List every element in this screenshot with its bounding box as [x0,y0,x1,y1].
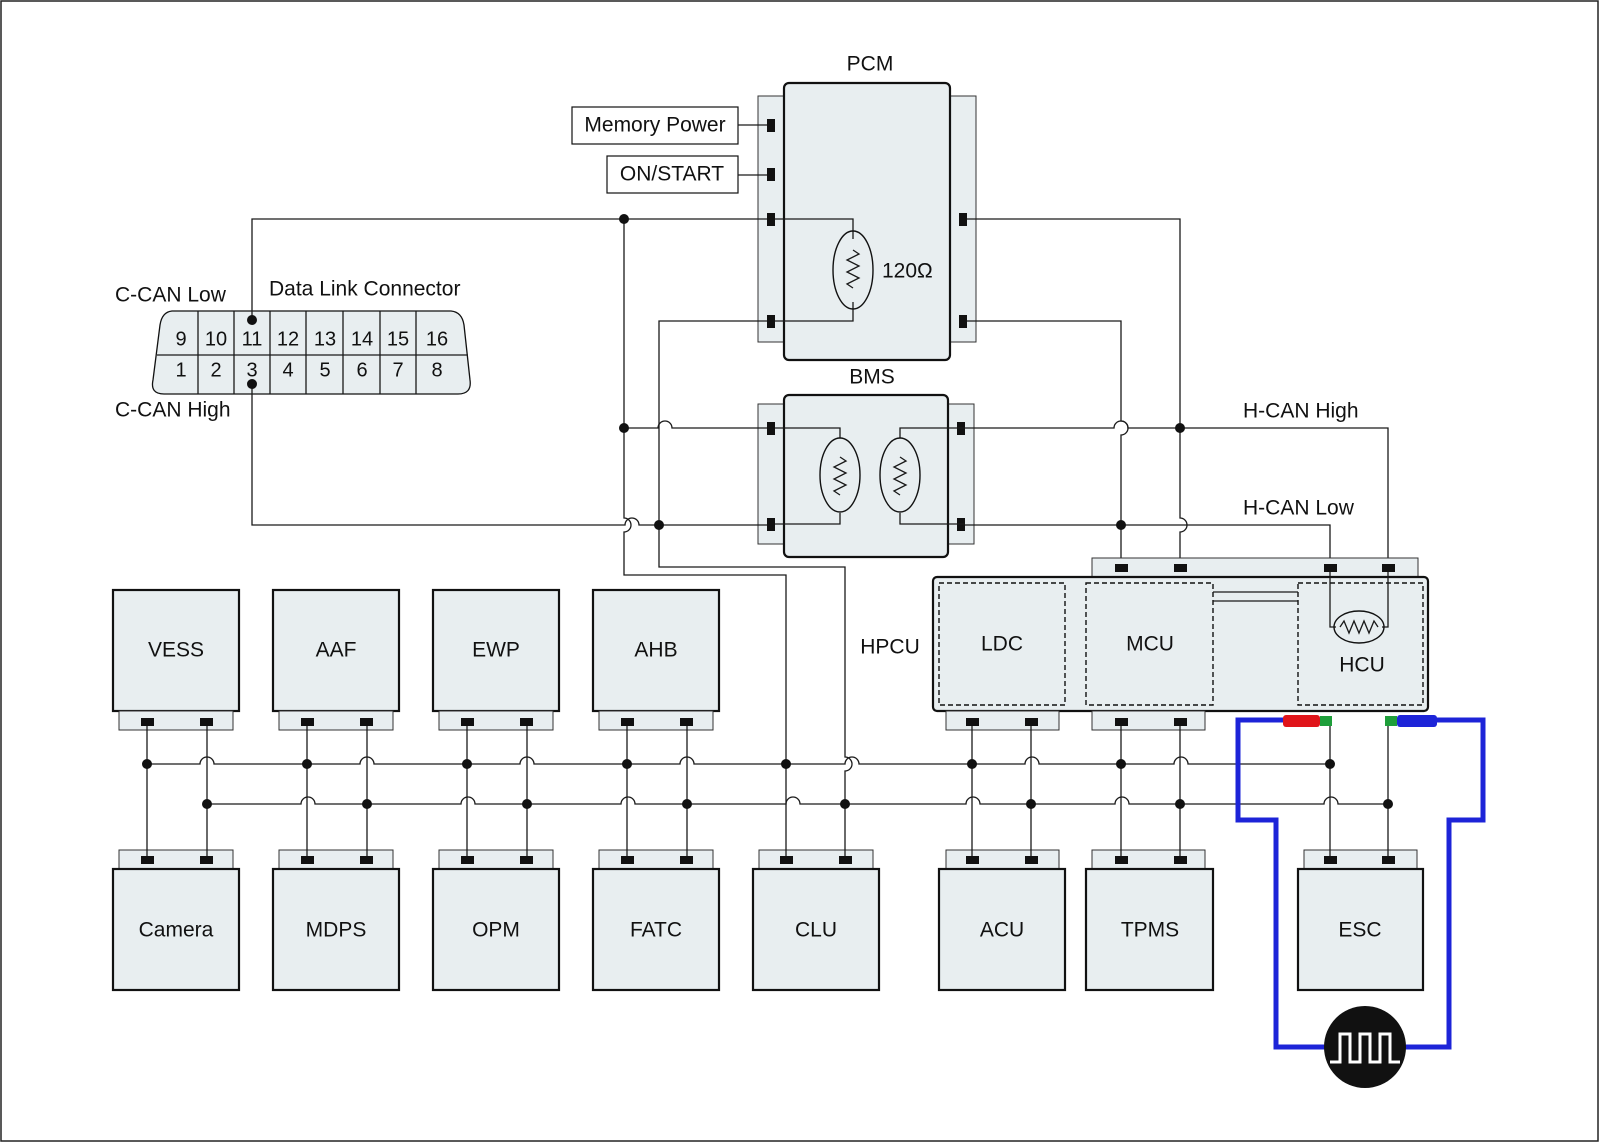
dlc-pin-5: 5 [319,359,330,381]
bms-label: BMS [849,366,895,389]
bottom-module-mdps: MDPS [271,849,401,992]
dlc-pin-9: 9 [175,328,186,350]
hcu-label: HCU [1339,654,1385,677]
dlc-pin-11: 11 [242,328,263,350]
dlc-pin-7: 7 [392,359,403,381]
svg-text:CLU: CLU [795,919,837,942]
memory-power-label: Memory Power [584,114,725,137]
top-module-ewp: EWP [431,588,561,731]
top-module-vess: VESS [111,588,241,731]
dlc-pin-2: 2 [210,359,221,381]
memory-power-box [571,106,739,145]
svg-text:AAF: AAF [316,639,357,662]
dlc-pin-8: 8 [431,359,442,381]
top-module-ahb: AHB [591,588,721,731]
oscilloscope-probe [1235,715,1486,1088]
bms-resistor-right-icon [892,456,908,496]
dlc-pin-1: 1 [175,359,186,381]
bottom-module-esc: ESC [1296,849,1425,992]
svg-text:TPMS: TPMS [1121,919,1179,942]
top-module-aaf: AAF [271,588,401,731]
dlc-pin-6: 6 [356,359,367,381]
h-can-low-label: H-CAN Low [1243,497,1355,520]
svg-text:EWP: EWP [472,639,520,662]
c-can-low-label: C-CAN Low [115,284,227,307]
resistor-housing [832,230,874,310]
hpcu-label-text: HPCU [860,636,920,659]
on-start-label: ON/START [620,163,724,186]
dlc-pin-3: 3 [246,359,257,381]
dlc-pin-4: 4 [282,359,293,381]
bottom-module-tpms: TPMS [1084,849,1215,992]
dlc-pin-10: 10 [205,328,227,350]
bottom-module-fatc: FATC [591,849,721,992]
bms-resistor-left-icon [832,456,848,496]
bottom-module-acu: ACU [937,849,1067,992]
mcu-label: MCU [1126,633,1174,656]
resistor-icon [845,249,861,289]
pcm-resistor-value: 120Ω [882,260,933,283]
svg-text:VESS: VESS [148,639,204,662]
svg-text:Camera: Camera [139,919,214,942]
svg-text:FATC: FATC [630,919,682,942]
dlc-pin-16: 16 [426,328,448,350]
bottom-module-opm: OPM [431,849,561,992]
dlc-pin-13: 13 [314,328,336,350]
dlc-title: Data Link Connector [269,278,460,301]
svg-text:ACU: ACU [980,919,1024,942]
pcm-module: PCM 120Ω [757,53,977,362]
svg-text:AHB: AHB [634,639,677,662]
junctions [142,214,1393,809]
bottom-module-camera: Camera [111,849,241,992]
c-can-high-label: C-CAN High [115,399,231,422]
dlc-pin-15: 15 [387,328,409,350]
ldc-label: LDC [981,633,1023,656]
svg-text:ESC: ESC [1338,919,1381,942]
svg-text:MDPS: MDPS [306,919,367,942]
hcu-resistor-icon [1339,619,1379,635]
h-can-high-label: H-CAN High [1243,400,1359,423]
pcm-label: PCM [847,53,894,76]
hpcu-module: LDC MCU HCU [931,557,1430,713]
dlc-pin-12: 12 [277,328,299,350]
bottom-module-clu: CLU [751,849,881,992]
svg-text:OPM: OPM [472,919,520,942]
oscilloscope-icon [1324,1006,1406,1088]
bms-module: BMS [757,366,975,559]
data-link-connector: 9 10 11 12 13 14 15 16 1 2 3 4 5 6 7 8 [151,310,471,395]
dlc-pin-14: 14 [351,328,373,350]
